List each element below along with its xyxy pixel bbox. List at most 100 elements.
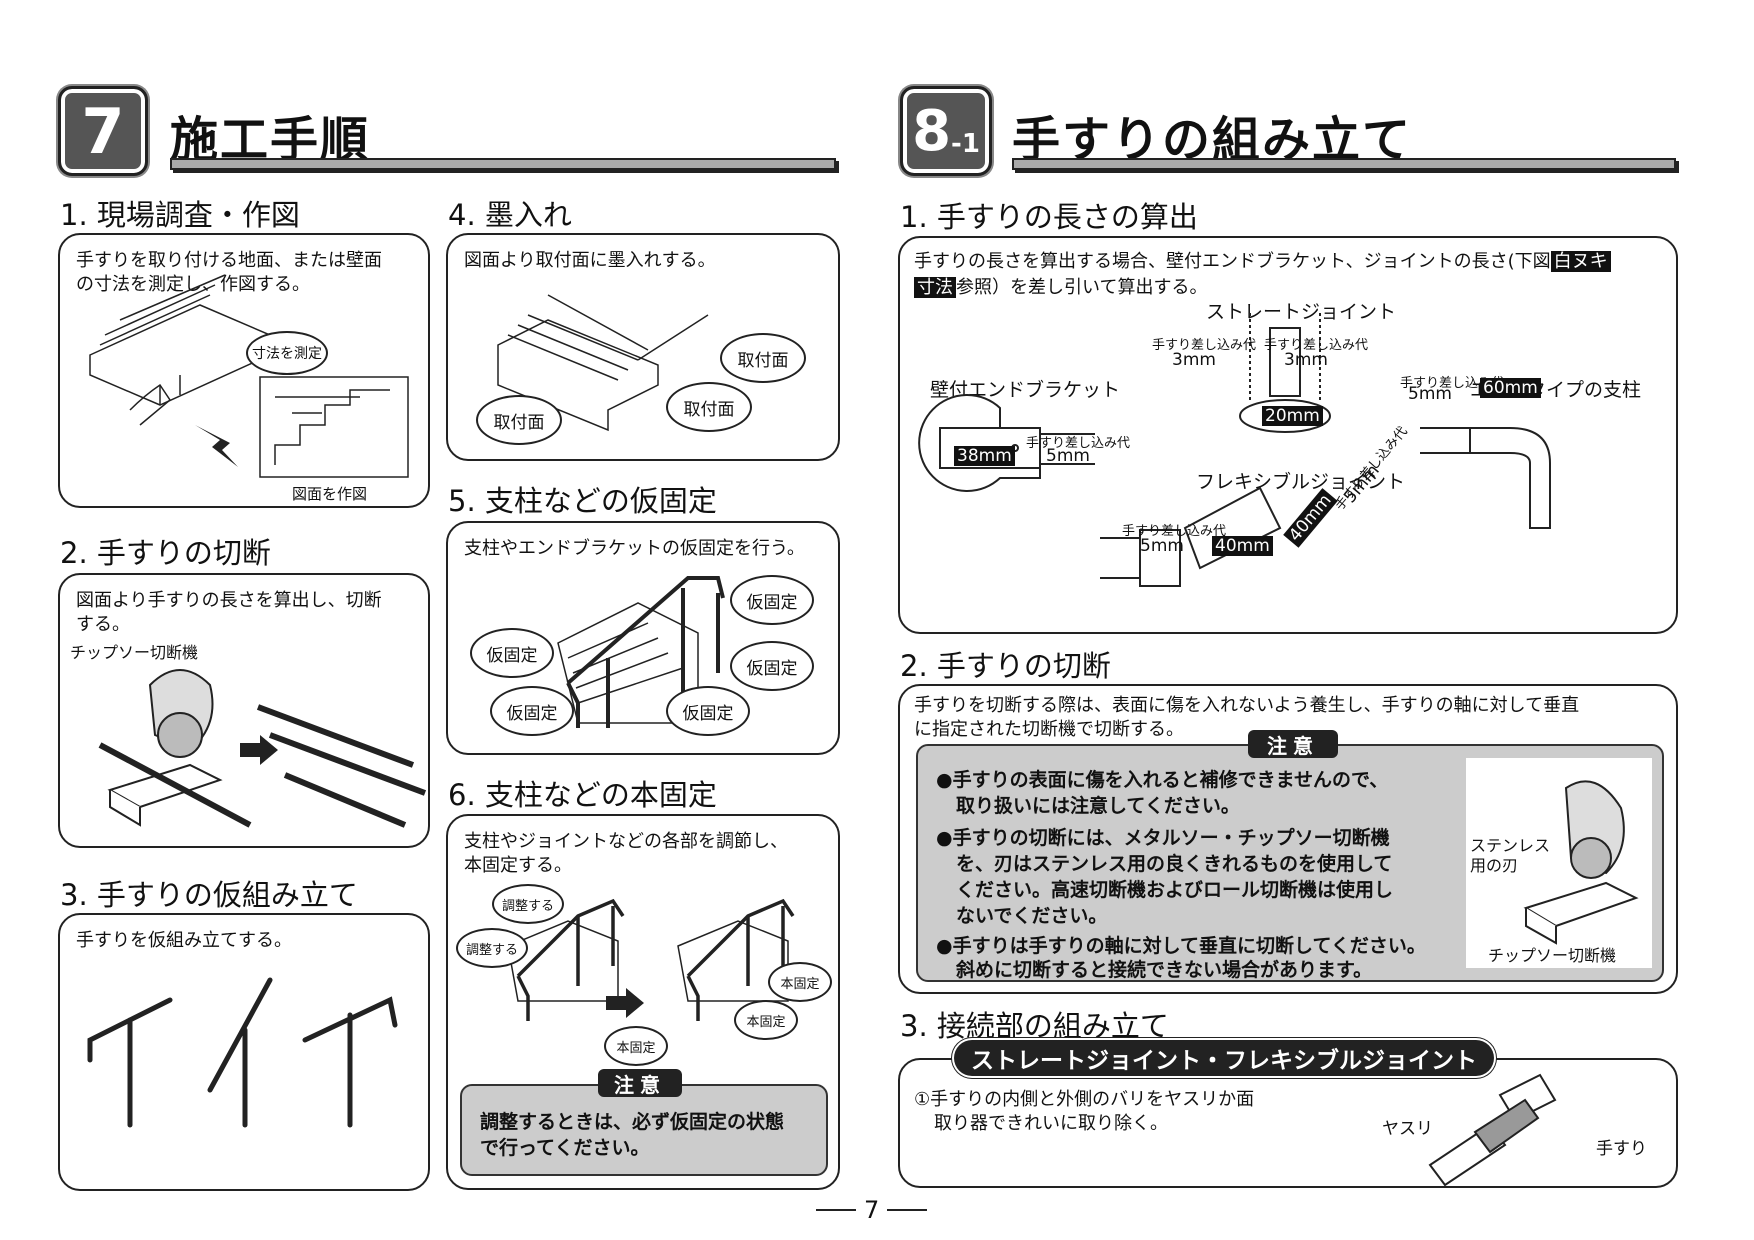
bubble-adjust-2: 調整する [456,928,528,968]
caution-fix: 調整するときは、必ず仮固定の状態 で行ってください。 [460,1084,828,1176]
caution-line-3a: ●手すりは手すりの軸に対して垂直に切断してください。 [936,935,1426,957]
page-number: 7 [816,1196,928,1224]
connect-text-1: ①手すりの内側と外側のバリをヤスリか面 [914,1089,1255,1110]
preassemble-text: 手すりを仮組み立てする。 [76,930,292,951]
heading-4-marking: 4. 墨入れ [448,198,572,232]
blade-label-2: 用の刃 [1470,856,1519,875]
section-badge-8-1: 8-1 [900,86,992,176]
joint-dimension-diagram [918,313,1551,587]
machine-label: チップソー切断機 [1488,946,1617,965]
blade-label-1: ステンレス [1470,836,1551,855]
caution-line-1b: 取り扱いには注意してください。 [956,795,1240,817]
caution-line-3b: 斜めに切断すると接続できない場合があります。 [956,959,1373,981]
badge-main: 8 [912,98,952,164]
measure-bubble: 寸法を測定 [246,331,328,375]
panel-fix: 支柱やジョイントなどの各部を調節し、 本固定する。 調整する 調整する 本固定 … [446,814,840,1190]
bubble-temp-1: 仮固定 [730,575,814,625]
caution-tag-fix: 注意 [598,1069,682,1097]
heading-3-preassemble: 3. 手すりの仮組み立て [60,878,358,912]
marking-stairs [497,294,709,432]
length-text-2: 寸法参照）を差し引いて算出する。 [914,276,1207,300]
heading-6-fix: 6. 支柱などの本固定 [448,778,717,812]
stainless-saw-illustration [1523,780,1639,945]
dim-3mm-right: 3mm [1284,350,1328,370]
panel-survey: 手すりを取り付ける地面、または壁面 の寸法を測定し、作図する。 寸法を測定 図面… [58,233,430,508]
badge-sub: -1 [951,129,980,159]
stairs-measure-illustration [89,274,409,478]
connect-banner: ストレートジョイント・フレキシブルジョイント [954,1040,1494,1076]
panel-temp-fix: 支柱やエンドブラケットの仮固定を行う。 仮固定 仮固定 仮固定 仮固定 仮固定 [446,521,840,755]
panel-cut: 図面より手すりの長さを算出し、切断 する。 チップソー切断機 [58,573,430,848]
bubble-final-2: 本固定 [734,1000,798,1040]
fix-text-1: 支柱やジョイントなどの各部を調節し、 [464,831,788,852]
bubble-final-1: 本固定 [768,962,832,1002]
ins-flex: 手すり差し込み代 [1122,524,1227,539]
cut-text-1: 図面より手すりの長さを算出し、切断 [76,590,382,611]
panel-connect: ①手すりの内側と外側のバリをヤスリか面 取り器できれいに取り除く。 ヤスリ 手す… [898,1058,1678,1188]
length-text-1: 手すりの長さを算出する場合、壁付エンドブラケット、ジョイントの長さ(下図白ヌキ [914,250,1611,274]
bubble-temp-2: 仮固定 [470,628,554,678]
length-text-1a: 手すりの長さを算出する場合、壁付エンドブラケット、ジョイントの長さ(下図 [914,251,1551,272]
dim-3mm-left: 3mm [1172,350,1216,370]
bubble-temp-5: 仮固定 [666,686,750,736]
bubble-adjust-1: 調整する [492,884,564,924]
survey-text-2: の寸法を測定し、作図する。 [76,274,310,295]
heading-r1-length: 1. 手すりの長さの算出 [900,200,1198,234]
ins-straight-left: 手すり差し込み代 [1152,338,1257,353]
heading-5-temp-fix: 5. 支柱などの仮固定 [448,484,717,518]
dim-5mm-endpost: 5mm [1408,384,1452,404]
deburr-illustration [1428,1073,1557,1187]
ins-wall: 手すり差し込み代 [1026,436,1131,451]
temp-fix-text: 支柱やエンドブラケットの仮固定を行う。 [464,538,805,559]
preassembled-rails [87,977,398,1128]
bubble-temp-3: 仮固定 [730,641,814,691]
cut-text-2: する。 [76,614,130,635]
bubble-surface-3: 取付面 [476,395,562,445]
dim-5mm-flex: 5mm [1140,536,1184,556]
bubble-temp-4: 仮固定 [490,686,574,736]
panel-length: 手すりの長さを算出する場合、壁付エンドブラケット、ジョイントの長さ(下図白ヌキ … [898,236,1678,634]
caution-line-2b: を、刃はステンレス用の良くきれるものを使用して [956,853,1393,875]
badge-number: 7 [81,94,125,168]
dim-40mm-flex: 40mm [1212,536,1273,556]
caution-fix-1: 調整するときは、必ず仮固定の状態 [480,1111,785,1133]
white-knockout-label: 白ヌキ [1550,251,1611,272]
caution-line-2c: ください。高速切断機およびロール切断機は使用し [956,879,1394,901]
fix-stairs [507,898,795,1021]
title-underline-right [1012,158,1676,170]
panel-r-cut: 手すりを切断する際は、表面に傷を入れないよう養生し、手すりの軸に対して垂直 に指… [898,684,1678,994]
heading-2-cut: 2. 手すりの切断 [60,536,271,570]
saw-figure-panel: ステンレス 用の刃 チップソー切断機 [1466,758,1652,968]
connect-text-2: 取り器できれいに取り除く。 [934,1113,1168,1134]
panel-preassemble: 手すりを仮組み立てする。 [58,913,430,1191]
temp-fix-stairs [557,576,725,728]
saw-cut-illustration [98,669,427,828]
draw-caption: 図面を作図 [292,485,368,503]
bubble-final-3: 本固定 [604,1026,668,1066]
page-number-value: 7 [864,1196,880,1224]
flex-joint-label: フレキシブルジョイント [1196,471,1406,493]
dim-38mm: 38mm [954,446,1015,466]
rcut-text-2: に指定された切断機で切断する。 [914,719,1184,740]
caution-cut: ●手すりの表面に傷を入れると補修できませんので、 取り扱いには注意してください。… [916,744,1664,982]
dim-60mm: 60mm [1480,378,1541,398]
rail-label: 手すり [1596,1139,1647,1159]
bubble-surface-1: 取付面 [720,333,806,383]
fix-text-2: 本固定する。 [464,855,572,876]
caution-line-2d: ないでください。 [956,905,1108,927]
heading-1-survey: 1. 現場調査・作図 [60,198,300,232]
file-label: ヤスリ [1382,1119,1433,1139]
caution-line-1a: ●手すりの表面に傷を入れると補修できませんので、 [936,769,1389,791]
dim-5mm-wall: 5mm [1046,446,1090,466]
section-badge-7: 7 [58,86,148,176]
panel-marking: 図面より取付面に墨入れする。 取付面 取付面 取付面 [446,233,840,461]
rcut-text-1: 手すりを切断する際は、表面に傷を入れないよう養生し、手すりの軸に対して垂直 [914,695,1580,716]
heading-r2-cut: 2. 手すりの切断 [900,649,1111,683]
caution-line-2a: ●手すりの切断には、メタルソー・チップソー切断機 [936,827,1390,849]
survey-text-1: 手すりを取り付ける地面、または壁面 [76,250,382,271]
marking-text: 図面より取付面に墨入れする。 [464,250,716,271]
bubble-surface-2: 取付面 [666,382,752,432]
caution-fix-2: で行ってください。 [480,1137,650,1159]
straight-joint-label: ストレートジョイント [1206,301,1397,323]
heading-r3-connect: 3. 接続部の組み立て [900,1009,1169,1043]
